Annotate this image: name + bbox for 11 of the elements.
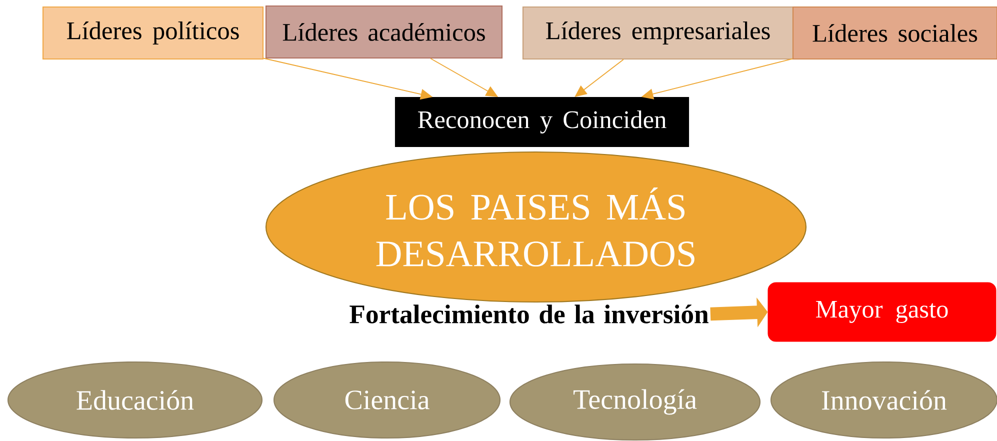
leader-box: Líderes académicos	[265, 5, 503, 59]
bold-text: Fortalecimiento de la inversión	[350, 304, 708, 324]
label-box: Reconocen y Coinciden	[394, 96, 690, 148]
oval: Educación	[7, 361, 263, 439]
leader-box: Líderes políticos	[42, 6, 264, 60]
oval: Tecnología	[509, 363, 761, 441]
leader-box: Líderes empresariales	[522, 6, 794, 60]
oval: Innovación	[770, 361, 997, 439]
oval: Ciencia	[273, 361, 501, 439]
label-box: Mayor gasto	[768, 282, 996, 342]
leader-box: Líderes sociales	[792, 6, 997, 60]
